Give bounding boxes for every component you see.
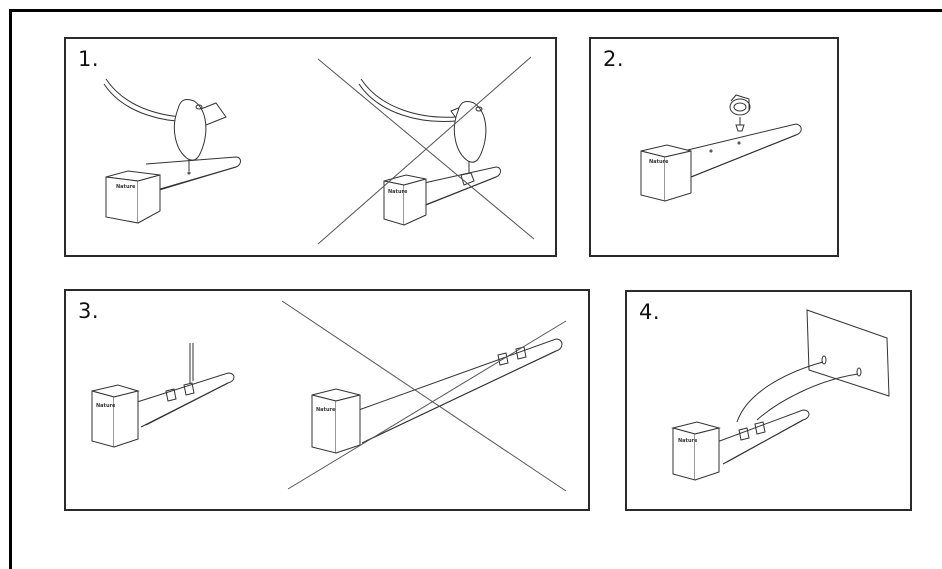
step-1-number: 1.: [78, 47, 100, 71]
sensor-pipe-assembly: Nature: [105, 156, 241, 224]
step-2-illustration: Nature: [640, 94, 802, 202]
step-1-illustration: Nature Nature: [103, 56, 535, 245]
step-3-panel: 3. Nature Nature: [64, 289, 590, 511]
device-brand-label: Nature: [388, 189, 408, 195]
device-brand-label: Nature: [116, 184, 136, 190]
outer-frame: [9, 9, 942, 569]
sensor-pipe-assembly: Nature: [91, 343, 235, 448]
step-2-panel: 2. Nature: [589, 37, 839, 257]
wall-plate-icon: [736, 309, 890, 423]
sensor-pipe-assembly: Nature: [671, 409, 810, 481]
device-brand-label: Nature: [316, 407, 336, 413]
sensor-pipe-assembly: Nature: [640, 123, 802, 202]
cross-out-line: [317, 56, 532, 245]
drill-icon: [103, 78, 227, 171]
step-4-illustration: Nature: [671, 309, 890, 481]
cross-out-line: [287, 320, 567, 490]
sensor-pipe-assembly: Nature: [383, 166, 501, 226]
device-brand-label: Nature: [678, 438, 698, 444]
cross-out-line: [281, 300, 567, 492]
device-brand-label: Nature: [649, 159, 669, 165]
device-brand-label: Nature: [96, 403, 116, 409]
step-3-illustration: Nature Nature: [91, 300, 567, 492]
step-4-panel: 4. Nature: [625, 290, 912, 511]
step-4-number: 4.: [639, 300, 661, 324]
clamp-ring-icon: [729, 94, 751, 132]
step-1-panel: 1. Nature: [64, 37, 557, 257]
step-2-number: 2.: [603, 47, 625, 71]
sensor-pipe-assembly: Nature: [311, 338, 563, 454]
step-3-number: 3.: [78, 299, 100, 323]
drill-icon: [358, 78, 487, 173]
